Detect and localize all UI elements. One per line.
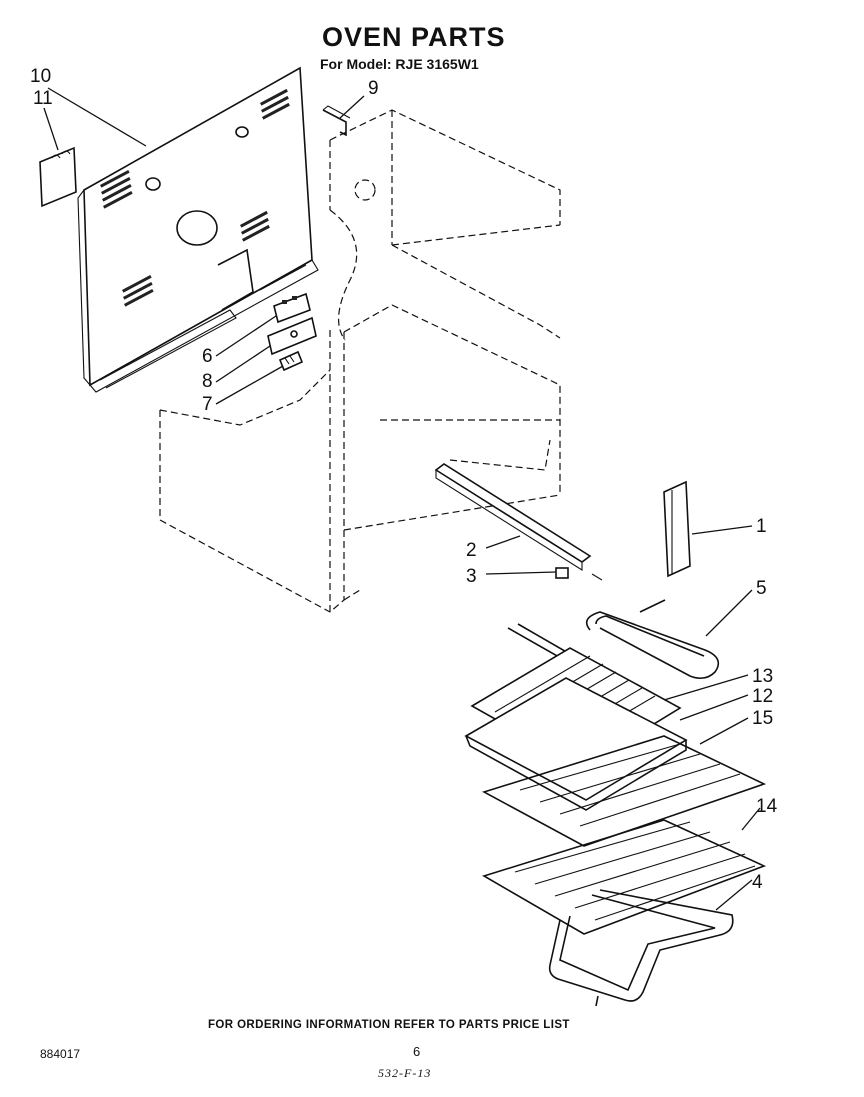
page-number: 6 [413, 1044, 421, 1059]
terminal-block-part-6 [273, 292, 311, 324]
leader-lines [43, 87, 761, 911]
callout-numbers: 10 11 9 6 8 7 1 2 3 5 13 12 15 14 4 [30, 66, 778, 893]
form-code: 532-F-13 [378, 1066, 432, 1080]
oven-rack-part-14 [482, 819, 767, 935]
callout-8: 8 [202, 371, 213, 392]
model-line: For Model: RJE 3165W1 [320, 56, 479, 72]
bracket-part-11 [39, 146, 77, 208]
ordering-note: FOR ORDERING INFORMATION REFER TO PARTS … [208, 1019, 570, 1031]
callout-14: 14 [756, 796, 778, 817]
callout-15: 15 [752, 708, 773, 729]
callout-4: 4 [752, 872, 763, 893]
side-trim-part-1 [663, 480, 691, 578]
broil-element-part-4 [548, 889, 734, 1007]
callout-12: 12 [752, 686, 773, 707]
callout-6: 6 [202, 346, 213, 367]
callout-1: 1 [756, 516, 767, 537]
rail-part-2 [434, 463, 592, 571]
oven-rack-part-15 [481, 735, 767, 847]
callout-2: 2 [466, 540, 477, 561]
clip-part-9 [322, 105, 351, 137]
page-title: OVEN PARTS [322, 22, 506, 52]
document-number: 884017 [40, 1047, 81, 1061]
callout-7: 7 [202, 394, 213, 415]
oven-cavity-outline [159, 109, 561, 613]
clip-part-3 [555, 567, 603, 581]
callout-3: 3 [466, 566, 477, 587]
callout-10: 10 [30, 66, 51, 87]
callout-13: 13 [752, 666, 773, 687]
bracket-part-8 [267, 316, 317, 356]
clip-part-7 [278, 350, 304, 372]
callout-5: 5 [756, 578, 767, 599]
callout-11: 11 [33, 88, 53, 109]
callout-9: 9 [368, 78, 379, 99]
back-panel-part-10 [77, 66, 319, 393]
